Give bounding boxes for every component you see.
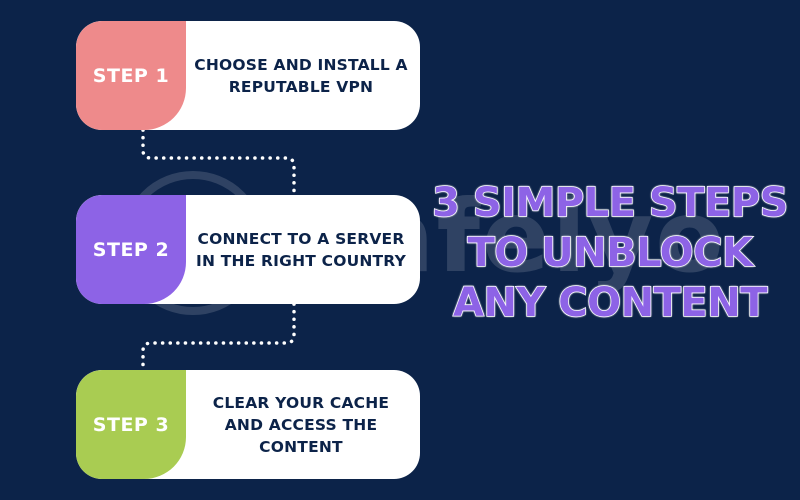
step-1-text: CHOOSE AND INSTALL A REPUTABLE VPN [194, 55, 408, 96]
headline-line-2: TO UNBLOCK [467, 229, 754, 277]
connector-2-3 [141, 302, 296, 372]
step-3-label: STEP 3 [76, 370, 186, 479]
step-2-text: CONNECT TO A SERVER IN THE RIGHT COUNTRY [195, 229, 407, 270]
step-3-text: CLEAR YOUR CACHE AND ACCESS THE CONTENT [212, 393, 390, 456]
step-1-label: STEP 1 [76, 21, 186, 130]
headline-line-3: ANY CONTENT [452, 279, 768, 327]
step-card-1: STEP 1 CHOOSE AND INSTALL A REPUTABLE VP… [76, 21, 420, 130]
headline-line-1: 3 SIMPLE STEPS [431, 179, 789, 227]
headline: 3 SIMPLE STEPS TO UNBLOCK ANY CONTENT [430, 178, 790, 328]
step-2-label: STEP 2 [76, 195, 186, 304]
step-card-2: STEP 2 CONNECT TO A SERVER IN THE RIGHT … [76, 195, 420, 304]
step-card-3: STEP 3 CLEAR YOUR CACHE AND ACCESS THE C… [76, 370, 420, 479]
connector-1-2 [141, 128, 296, 197]
